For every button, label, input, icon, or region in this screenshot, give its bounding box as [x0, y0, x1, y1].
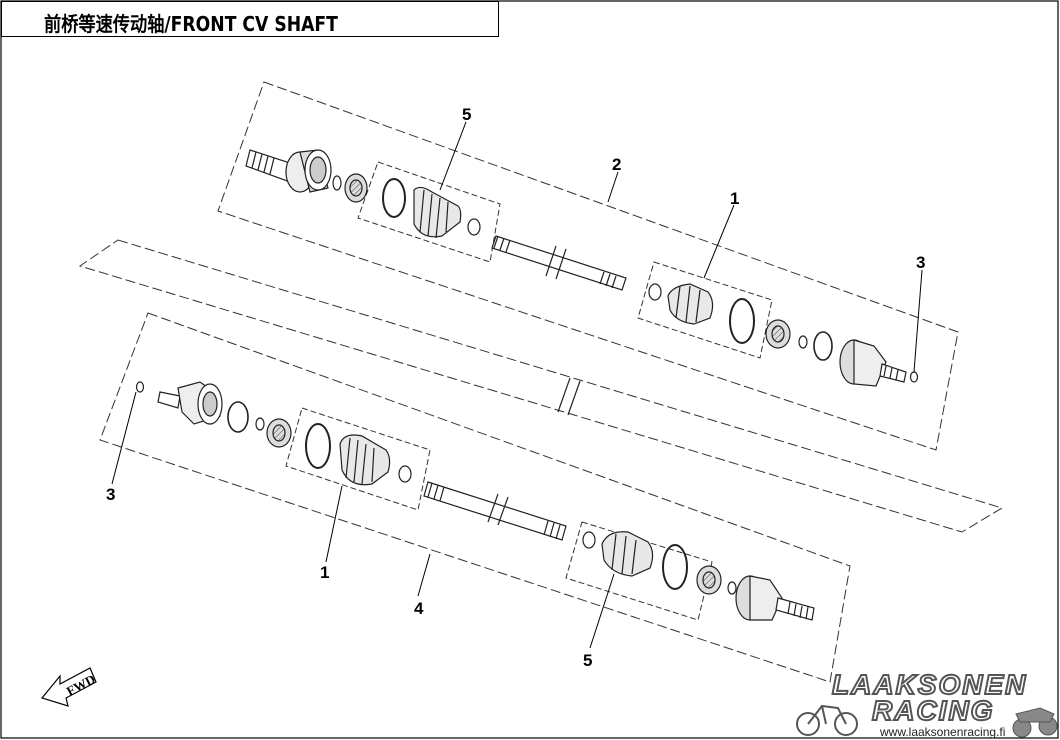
lower-boot-clamp-large [305, 423, 331, 469]
bicycle-icon [796, 704, 858, 736]
callout-lower-clip: 3 [106, 485, 115, 504]
upper-outer-bearing [765, 319, 791, 349]
callout-upper-assembly: 2 [612, 155, 621, 174]
lower-stop-ring [582, 531, 596, 549]
connector-break [557, 377, 581, 416]
lower-axle-shaft [423, 481, 567, 541]
title-box: 前桥等速传动轴/FRONT CV SHAFT [1, 1, 499, 37]
lower-outer-housing [735, 575, 815, 621]
upper-boot-clamp-large [382, 178, 406, 218]
lower-outer-boot [601, 531, 654, 577]
watermark-url: www.laaksonenracing.fi [879, 725, 1005, 739]
watermark-line2: RACING [872, 695, 994, 726]
lower-inner-housing [157, 381, 223, 425]
upper-boot-kit-outline [357, 161, 501, 263]
lower-o-ring [227, 401, 249, 433]
lower-end-clip [135, 381, 145, 393]
upper-outer-housing [839, 339, 907, 387]
lower-boot-clamp-small [398, 465, 412, 483]
upper-outer-clamp [729, 298, 755, 344]
upper-boot [413, 186, 462, 239]
upper-end-clip [909, 371, 919, 383]
upper-small-ring [332, 175, 342, 191]
upper-assembly-outline [217, 81, 959, 451]
callout-lower-assembly: 4 [414, 599, 424, 618]
callout-lower-boot-kit: 5 [583, 651, 592, 670]
lower-boot [339, 434, 391, 486]
callout-upper-outer-joint: 1 [730, 189, 739, 208]
upper-shaft-break [545, 245, 567, 280]
callout-upper-boot-kit: 5 [462, 105, 471, 124]
lower-outer-clamp [662, 544, 688, 590]
lower-bearing-cage [266, 418, 292, 448]
upper-inner-cup [285, 149, 332, 193]
lower-outer-small-ring [727, 581, 737, 595]
upper-outer-small-ring [798, 335, 808, 349]
lower-outer-joint-outline [285, 407, 431, 511]
leader-lines [111, 121, 923, 649]
upper-axle-shaft [491, 235, 627, 291]
lower-assembly-outline [99, 312, 851, 683]
fwd-arrow-icon: FWD [40, 667, 98, 707]
upper-outer-joint-outline [637, 261, 773, 359]
lower-shaft-parts [135, 381, 815, 621]
connector-outline [78, 239, 1004, 533]
diagram-title: 前桥等速传动轴/FRONT CV SHAFT [44, 12, 338, 36]
lower-small-ring [255, 417, 265, 431]
callout-upper-clip: 3 [916, 253, 925, 272]
callout-lower-outer-joint: 1 [320, 563, 329, 582]
watermark-logo: LAAKSONEN RACING www.laaksonenracing.fi [796, 668, 1058, 739]
lower-outer-bearing [696, 565, 722, 595]
upper-shaft-parts [245, 149, 919, 387]
upper-outer-o-ring [813, 331, 833, 361]
upper-bearing-cage [344, 173, 368, 203]
upper-outer-boot [667, 283, 714, 325]
atv-icon [1012, 707, 1058, 738]
watermark-line1: LAAKSONEN [832, 669, 1027, 700]
upper-stop-ring [648, 283, 662, 301]
lower-shaft-break [487, 493, 509, 526]
upper-boot-clamp-small [467, 218, 481, 236]
